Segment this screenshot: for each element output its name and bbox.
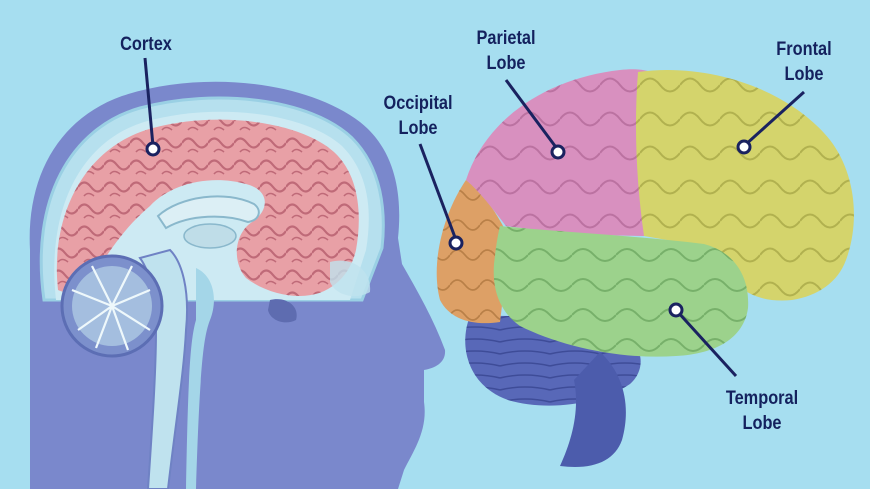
brainstem-lateral (560, 352, 626, 467)
temporal-label-line1: Temporal (725, 388, 799, 409)
parietal-label-line2: Lobe (486, 53, 526, 74)
parietal-lobe-label: Parietal Lobe (468, 26, 544, 76)
cortex-marker (145, 141, 161, 157)
occipital-label-line2: Lobe (398, 118, 438, 139)
frontal-lobe-label: Frontal Lobe (766, 37, 842, 87)
markers (145, 139, 752, 318)
cortex-label-text: Cortex (120, 34, 172, 55)
occipital-leader (418, 143, 458, 241)
frontal-leader (742, 90, 806, 148)
leader-lines (143, 57, 806, 378)
frontal-label-line1: Frontal (776, 39, 832, 60)
frontal-marker (736, 139, 752, 155)
occipital-lobe-label: Occipital Lobe (377, 91, 460, 141)
cortex-label: Cortex (113, 32, 178, 57)
head-cross-section (29, 81, 446, 489)
cortex-leader (143, 57, 155, 147)
occipital-marker (448, 235, 464, 251)
parietal-marker (550, 144, 566, 160)
cerebellum-section (60, 254, 164, 358)
temporal-leader (674, 308, 738, 378)
occipital-label-line1: Occipital (383, 93, 453, 114)
parietal-label-line1: Parietal (476, 28, 536, 49)
temporal-lobe-label: Temporal Lobe (714, 386, 810, 436)
corpus-callosum (156, 195, 260, 230)
frontal-label-line2: Lobe (784, 64, 824, 85)
temporal-label-line2: Lobe (742, 413, 782, 434)
temporal-marker (668, 302, 684, 318)
parietal-leader (504, 79, 560, 151)
